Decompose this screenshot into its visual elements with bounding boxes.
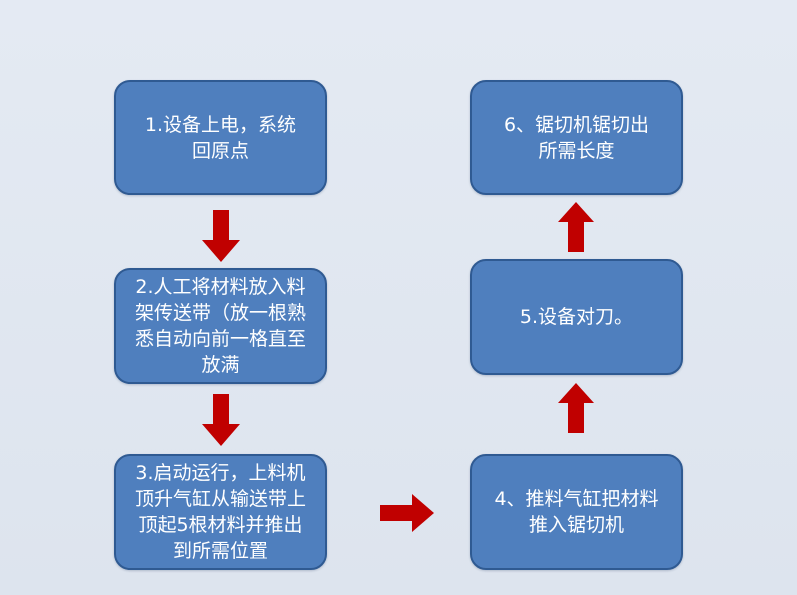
- arrow-down-icon: [202, 394, 240, 446]
- step-6-text: 6、锯切机锯切出所需长度: [503, 113, 650, 162]
- arrow-down-1-to-2: [202, 210, 240, 262]
- step-5-tool-setting-box: 5.设备对刀。: [470, 259, 683, 375]
- arrow-down-icon: [202, 210, 240, 262]
- arrow-up-5-to-6: [558, 202, 594, 252]
- arrow-up-4-to-5: [558, 383, 594, 433]
- step-5-text: 5.设备对刀。: [519, 306, 634, 328]
- step-2-text: 2.人工将材料放入料架传送带（放一根熟悉自动向前一格直至放满: [134, 276, 306, 376]
- step-1-power-on-box: 1.设备上电，系统回原点: [114, 80, 327, 195]
- step-6-saw-cut-box: 6、锯切机锯切出所需长度: [470, 80, 683, 195]
- arrow-up-icon: [558, 383, 594, 433]
- step-4-text: 4、推料气缸把材料推入锯切机: [494, 488, 659, 536]
- step-4-push-material-box: 4、推料气缸把材料推入锯切机: [470, 454, 683, 570]
- arrow-right-icon: [380, 494, 434, 532]
- arrow-right-3-to-4: [380, 494, 434, 532]
- step-2-manual-load-box: 2.人工将材料放入料架传送带（放一根熟悉自动向前一格直至放满: [114, 268, 327, 384]
- step-3-text: 3.启动运行，上料机顶升气缸从输送带上顶起5根材料并推出到所需位置: [134, 462, 306, 562]
- arrow-up-icon: [558, 202, 594, 252]
- step-1-text: 1.设备上电，系统回原点: [144, 113, 297, 162]
- arrow-down-2-to-3: [202, 394, 240, 446]
- step-3-start-run-box: 3.启动运行，上料机顶升气缸从输送带上顶起5根材料并推出到所需位置: [114, 454, 327, 570]
